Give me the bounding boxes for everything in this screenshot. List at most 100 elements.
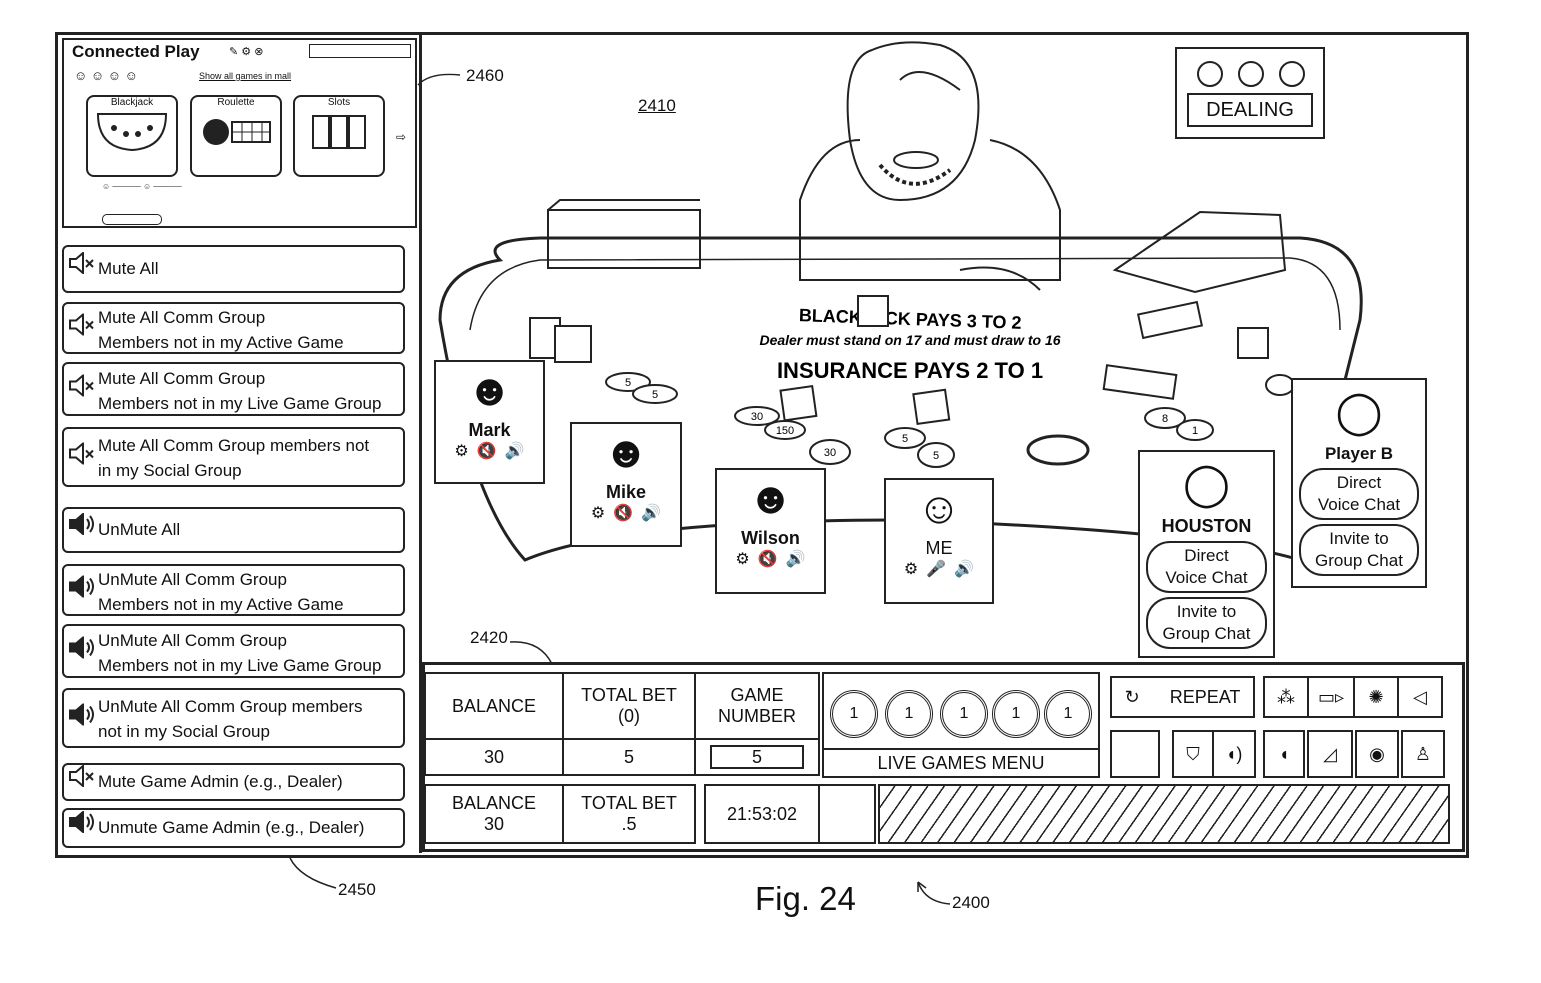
sound-button[interactable]: ◿ (1307, 730, 1353, 778)
direct-voice-chat-button[interactable]: Direct Voice Chat (1146, 541, 1267, 593)
total-bet-summary: TOTAL BET .5 (562, 784, 696, 844)
leader-line-2450 (290, 858, 336, 888)
live-games-menu-button[interactable]: LIVE GAMES MENU (822, 748, 1100, 778)
microphone-icon[interactable]: 🎤 (926, 559, 946, 579)
gear-icon[interactable]: ⚙ (454, 441, 468, 461)
chip-label: 5 (933, 450, 939, 462)
betting-circle (1028, 436, 1088, 464)
dealer-figure (800, 42, 1060, 290)
chip-button[interactable]: 1 (885, 690, 933, 738)
figure-caption: Fig. 24 (755, 880, 856, 918)
balance-summary: BALANCE 30 (424, 784, 564, 844)
back-button[interactable]: ◁ (1397, 676, 1443, 718)
remote-player-houston[interactable]: ◯ HOUSTON Direct Voice Chat Invite to Gr… (1138, 450, 1275, 658)
user-avatar-icon: ◯ (1293, 380, 1425, 444)
chip-button[interactable]: 1 (992, 690, 1040, 738)
chip-label: 5 (625, 377, 631, 389)
ref-2410: 2410 (638, 96, 676, 116)
table-text-dealer-rule: Dealer must stand on 17 and must draw to… (759, 332, 1060, 348)
player-name: HOUSTON (1140, 516, 1273, 537)
blank-cell (818, 784, 876, 844)
remote-player-b[interactable]: ◯ Player B Direct Voice Chat Invite to G… (1291, 378, 1427, 588)
discard-tray (548, 200, 700, 268)
record-button[interactable]: ◉ (1355, 730, 1399, 778)
ref-2400: 2400 (952, 893, 990, 913)
gear-icon: ✺ (1368, 687, 1383, 708)
table-text-insurance: INSURANCE PAYS 2 TO 1 (777, 358, 1043, 383)
headset-avatar-icon: ☺ (886, 480, 992, 538)
gear-icon[interactable]: ⚙ (591, 503, 605, 523)
player-name: Wilson (717, 528, 824, 549)
game-number-cell: 5 (694, 738, 820, 776)
chip-label: 30 (751, 411, 763, 423)
shield-button[interactable]: ⛉ (1172, 730, 1214, 778)
speaker-mute-icon: ◖ (1279, 744, 1290, 765)
game-number-label: GAME NUMBER (694, 672, 820, 740)
talking-avatar-icon: ☻ (717, 470, 824, 528)
repeat-label: REPEAT (1170, 687, 1241, 708)
speaker-icon[interactable]: 🔊 (641, 503, 661, 523)
person-help-icon: ♙ (1415, 744, 1431, 765)
game-clock: 21:53:02 (704, 784, 820, 844)
camera-icon: ▭▹ (1318, 687, 1344, 708)
indicator-light (1238, 61, 1264, 87)
gear-icon[interactable]: ⚙ (735, 549, 749, 569)
speaker-icon: ◖) (1226, 744, 1243, 765)
talking-avatar-icon: ☻ (436, 362, 543, 420)
leader-line-2420 (510, 642, 552, 664)
chip-label: 1 (1192, 425, 1198, 437)
repeat-button[interactable]: ↻REPEAT (1110, 676, 1255, 718)
balance-value: 30 (424, 738, 564, 776)
chip-button[interactable]: 1 (940, 690, 988, 738)
player-name: Mark (436, 420, 543, 441)
player-seat-mike[interactable]: ☻ Mike ⚙ 🔇 🔊 (570, 422, 682, 547)
sound-icon: ◿ (1323, 744, 1337, 765)
player-seat-me[interactable]: ☺ ME ⚙ 🎤 🔊 (884, 478, 994, 604)
speaker-icon[interactable]: 🔊 (954, 559, 974, 579)
mute-speaker-icon[interactable]: 🔇 (477, 441, 497, 461)
mute-speaker-icon[interactable]: 🔇 (758, 549, 778, 569)
chip-button[interactable]: 1 (830, 690, 878, 738)
chip-label: 150 (776, 425, 794, 437)
player-seat-mark[interactable]: ☻ Mark ⚙ 🔇 🔊 (434, 360, 545, 484)
empty-button[interactable] (1110, 730, 1160, 778)
invite-group-chat-button[interactable]: Invite to Group Chat (1299, 524, 1419, 576)
total-bet-label: TOTAL BET (0) (562, 672, 696, 740)
chip-button[interactable]: 1 (1044, 690, 1092, 738)
shield-icon: ⛉ (1186, 744, 1200, 765)
indicator-light (1197, 61, 1223, 87)
speaker-icon[interactable]: 🔊 (505, 441, 525, 461)
settings-button[interactable]: ✺ (1353, 676, 1399, 718)
player-seat-wilson[interactable]: ☻ Wilson ⚙ 🔇 🔊 (715, 468, 826, 594)
invite-group-chat-button[interactable]: Invite to Group Chat (1146, 597, 1267, 649)
volume-button[interactable]: ◖) (1212, 730, 1256, 778)
chip-stack-icon: ⁂ (1277, 687, 1295, 708)
game-number-value: 5 (710, 745, 804, 769)
chip-label: 30 (824, 447, 836, 459)
player-name: ME (886, 538, 992, 559)
ref-2460: 2460 (466, 66, 504, 86)
player-name: Player B (1293, 444, 1425, 464)
help-button[interactable]: ♙ (1401, 730, 1445, 778)
speaker-icon[interactable]: 🔊 (786, 549, 806, 569)
mic-button[interactable]: ◖ (1263, 730, 1305, 778)
card-shoe (1115, 212, 1285, 292)
indicator-light (1279, 61, 1305, 87)
ref-2450: 2450 (338, 880, 376, 900)
player-name: Mike (572, 482, 680, 503)
table-text-blackjack: BLACKJACK PAYS 3 TO 2 (799, 305, 1022, 333)
chip-stack-button[interactable]: ⁂ (1263, 676, 1309, 718)
total-bet-value: 5 (562, 738, 696, 776)
chip-label: 5 (902, 433, 908, 445)
camera-button[interactable]: ▭▹ (1307, 676, 1355, 718)
chip-label: 5 (652, 389, 658, 401)
gear-icon[interactable]: ⚙ (904, 559, 918, 579)
chip-label: 8 (1162, 413, 1168, 425)
direct-voice-chat-button[interactable]: Direct Voice Chat (1299, 468, 1419, 520)
hatched-status-area (878, 784, 1450, 844)
talking-avatar-icon: ☻ (572, 424, 680, 482)
mute-speaker-icon[interactable]: 🔇 (613, 503, 633, 523)
user-avatar-icon: ◯ (1140, 452, 1273, 516)
dealing-indicator: DEALING (1175, 47, 1325, 139)
dealing-label: DEALING (1187, 93, 1313, 127)
